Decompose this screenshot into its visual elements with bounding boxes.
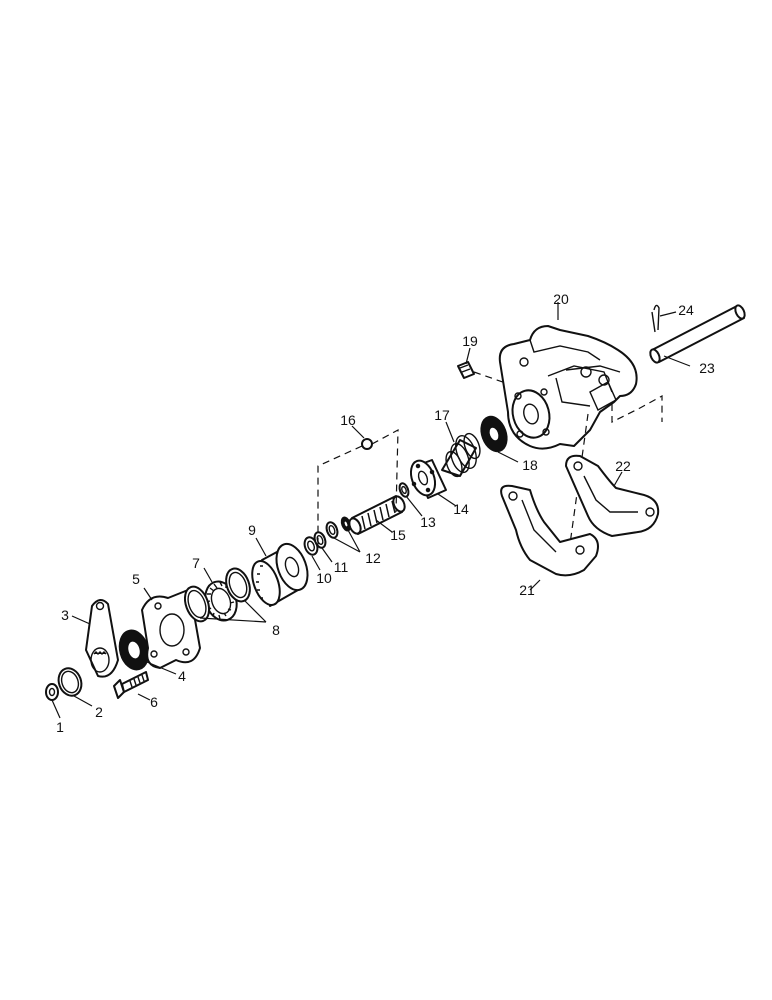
callout-leaders	[51, 302, 691, 719]
label-part-24: 24	[678, 302, 694, 318]
part-6-bolt	[113, 671, 149, 699]
label-part-8: 8	[272, 622, 280, 638]
part-12-rings	[325, 516, 352, 539]
part-13-ring	[398, 482, 410, 498]
part-14-collar	[409, 459, 447, 499]
label-part-21: 21	[519, 582, 535, 598]
label-part-17: 17	[434, 407, 450, 423]
part-22-bracket	[565, 454, 660, 537]
label-part-15: 15	[390, 527, 406, 543]
label-part-7: 7	[192, 555, 200, 571]
label-part-11: 11	[334, 559, 349, 575]
part-23-pin	[649, 304, 746, 364]
label-part-23: 23	[699, 360, 715, 376]
label-part-10: 10	[316, 570, 332, 586]
label-part-13: 13	[420, 514, 436, 530]
part-20-housing	[498, 325, 663, 545]
label-part-2: 2	[95, 704, 103, 720]
label-part-20: 20	[553, 291, 569, 307]
part-8-washers	[183, 567, 251, 623]
label-part-12: 12	[365, 550, 381, 566]
label-part-16: 16	[340, 412, 356, 428]
part-24-cotter-pin	[651, 304, 660, 333]
label-part-19: 19	[462, 333, 478, 349]
label-part-9: 9	[248, 522, 256, 538]
label-part-14: 14	[453, 501, 469, 517]
label-part-3: 3	[61, 607, 69, 623]
label-part-5: 5	[132, 571, 140, 587]
label-part-1: 1	[56, 719, 64, 735]
part-3-lever-arm	[85, 599, 119, 678]
part-16-ball	[317, 428, 399, 548]
part-1-washer	[45, 683, 59, 701]
part-17-spring	[441, 432, 481, 478]
label-part-18: 18	[522, 457, 538, 473]
part-9-splined-gear	[251, 542, 309, 607]
part-2-snap-ring	[57, 667, 83, 697]
part-number-labels: 1 2 3 4 5 6 7 8 9 10 11 12 13 14 15 16 1…	[56, 291, 715, 735]
part-21-bracket	[500, 484, 599, 577]
part-4-seal	[118, 629, 150, 671]
part-15-shaft	[348, 495, 406, 535]
part-18-washer	[480, 415, 508, 453]
part-11-ring	[313, 531, 327, 549]
label-part-4: 4	[178, 668, 186, 684]
label-part-6: 6	[150, 694, 158, 710]
label-part-22: 22	[615, 458, 631, 474]
